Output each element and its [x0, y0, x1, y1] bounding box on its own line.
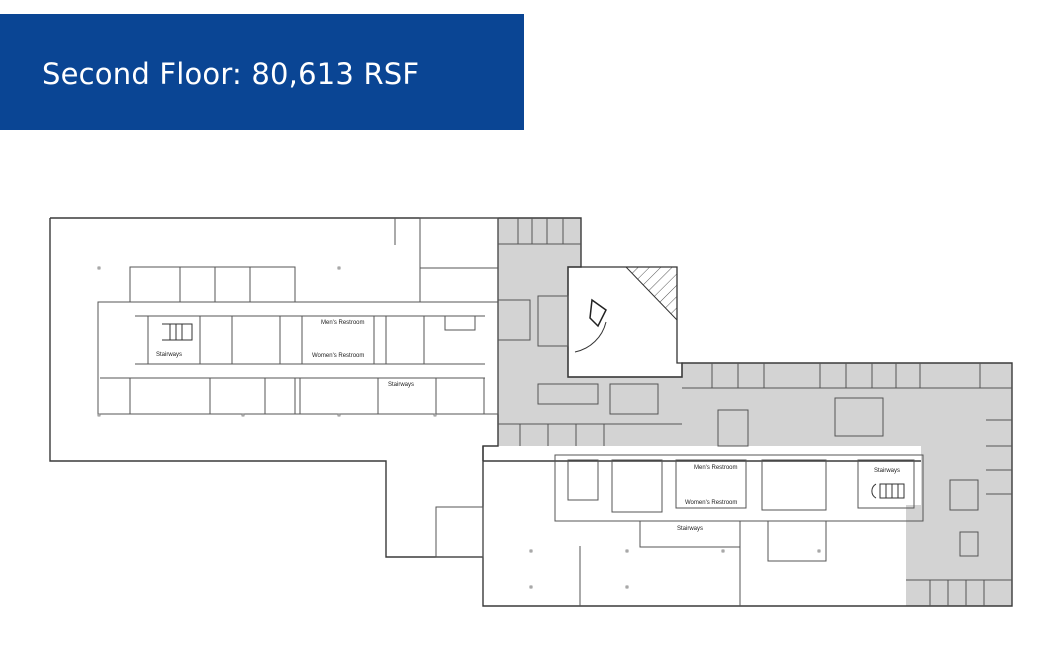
- east-stairways-label: Stairways: [874, 468, 900, 474]
- floor-title: Second Floor: 80,613 RSF: [42, 57, 420, 91]
- room-labels: Stairways Men's Restroom Women's Restroo…: [156, 320, 900, 532]
- east-lower-stairways-label: Stairways: [677, 526, 703, 532]
- atrium: [567, 266, 683, 378]
- east-womens-restroom-label: Women's Restroom: [685, 500, 737, 506]
- west-wing-rooms: [97, 217, 499, 415]
- east-stairs: [871, 483, 905, 499]
- west-mens-restroom-label: Men's Restroom: [321, 320, 365, 326]
- building-outline: [49, 217, 1013, 607]
- highlighted-area: [498, 218, 1012, 606]
- title-banner: Second Floor: 80,613 RSF: [0, 14, 524, 130]
- east-mens-restroom-label: Men's Restroom: [694, 465, 738, 471]
- west-womens-restroom-label: Women's Restroom: [312, 353, 364, 359]
- west-stairs: [162, 323, 193, 341]
- west-stairways-label: Stairways: [156, 352, 182, 358]
- shaded-area-rooms: [497, 218, 1012, 606]
- west-lower-stairways-label: Stairways: [388, 382, 414, 388]
- column-markers: [97, 266, 821, 589]
- east-wing-rooms: [435, 454, 924, 606]
